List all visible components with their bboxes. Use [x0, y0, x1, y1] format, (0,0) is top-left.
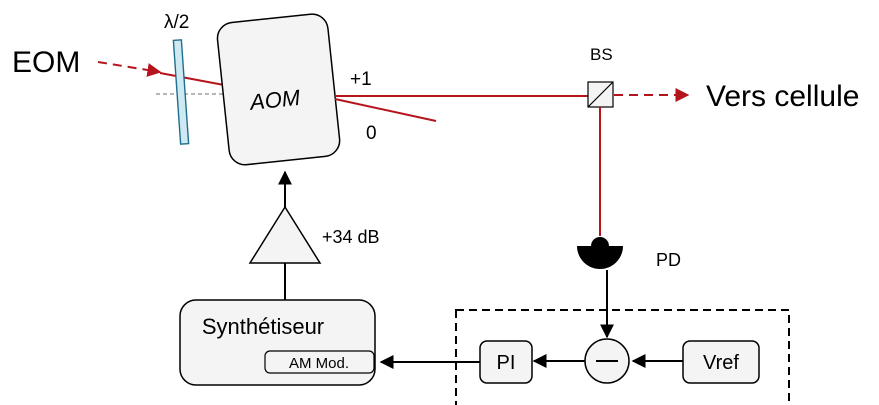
- synthesizer-label: Synthétiseur: [202, 314, 324, 339]
- input-beam-dashed: [97, 61, 162, 77]
- zero-order-beam: [334, 98, 437, 122]
- rf-amplifier: [248, 205, 322, 264]
- order-plus-one-label: +1: [350, 69, 372, 90]
- beam-splitter-label: BS: [590, 45, 613, 64]
- am-mod-input: [264, 350, 375, 374]
- aom-box: [216, 13, 341, 166]
- output-label: Vers cellule: [706, 80, 859, 113]
- photodiode-sensor: [591, 237, 609, 255]
- amplifier-gain-label: +34 dB: [322, 227, 380, 247]
- order-zero-label: 0: [366, 123, 377, 144]
- am-mod-label: AM Mod.: [289, 355, 349, 372]
- pi-label: PI: [497, 352, 516, 374]
- vref-label: Vref: [703, 352, 739, 374]
- feedback-electronics-box: [455, 309, 790, 405]
- aom-label: AOM: [247, 85, 302, 115]
- half-wave-plate-label: λ/2: [164, 12, 189, 33]
- eom-label: EOM: [12, 46, 80, 79]
- photodiode-label: PD: [656, 250, 681, 270]
- beam-splitter-diagonal: [587, 81, 614, 108]
- photodiode-icon: [577, 246, 623, 269]
- half-wave-plate: [172, 39, 190, 145]
